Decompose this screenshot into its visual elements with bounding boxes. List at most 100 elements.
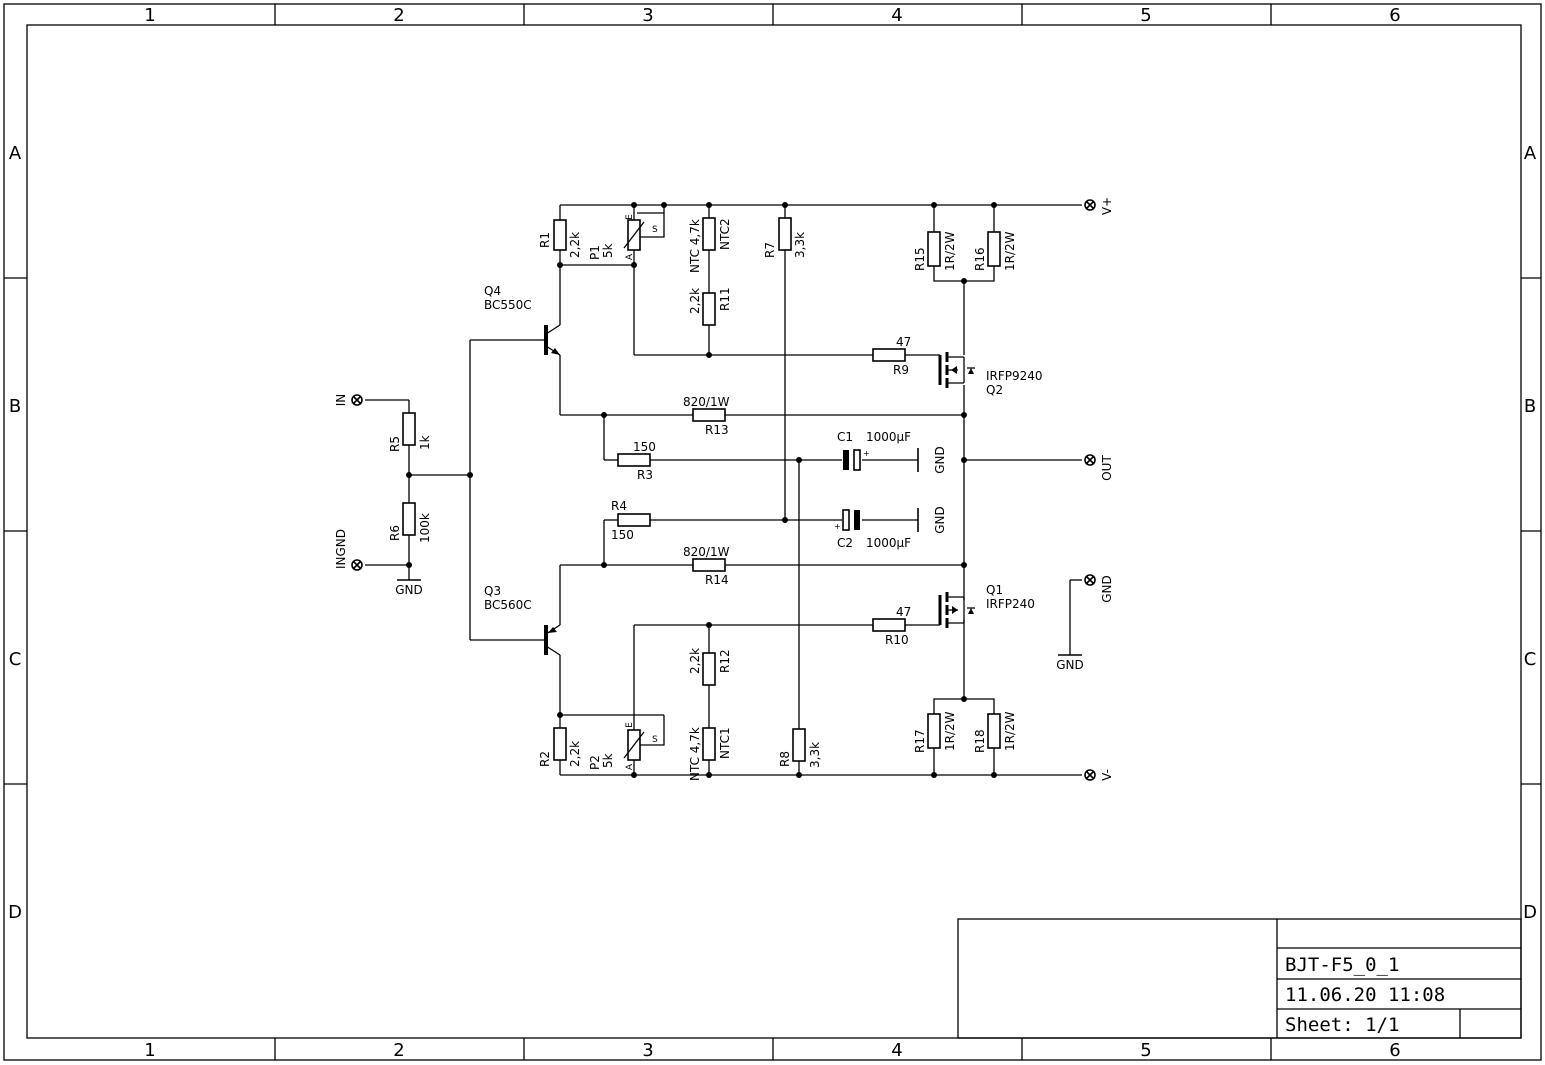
title-block-datetime: 11.06.20 11:08 xyxy=(1285,984,1445,1006)
row-label: A xyxy=(9,143,22,164)
resistor-r2[interactable]: R2 2,2k xyxy=(538,727,582,767)
connector-label: GND xyxy=(1100,575,1114,603)
component-value: 150 xyxy=(633,440,656,454)
polarity-plus: + xyxy=(863,449,870,458)
col-label: 5 xyxy=(1140,1040,1151,1061)
capacitor-c2[interactable]: + C2 1000µF xyxy=(834,509,911,550)
component-name: R4 xyxy=(611,499,627,513)
row-label: B xyxy=(1524,396,1536,417)
mosfet-q1[interactable]: Q1 IRFP240 xyxy=(938,583,1035,628)
component-name: Q2 xyxy=(986,383,1003,397)
component-name: NTC1 xyxy=(718,727,732,759)
col-label: 2 xyxy=(393,1040,404,1061)
resistor-r8[interactable]: R8 3,3k xyxy=(778,728,822,768)
connector-ingnd[interactable]: INGND xyxy=(334,529,363,571)
resistor-r18[interactable]: R18 1R/2W xyxy=(973,711,1017,753)
thermistor-ntc2[interactable]: NTC 4,7k NTC2 xyxy=(688,217,732,273)
col-label: 3 xyxy=(642,5,653,26)
connector-vminus[interactable]: V- xyxy=(1084,769,1114,781)
component-name: R10 xyxy=(885,633,909,647)
gnd-symbol-right: GND xyxy=(1056,654,1084,672)
component-value: 3,3k xyxy=(808,742,822,768)
component-value: 1000µF xyxy=(866,536,911,550)
resistor-r14[interactable]: 820/1W R14 xyxy=(683,545,730,587)
resistor-r7[interactable]: R7 3,3k xyxy=(763,217,807,258)
component-name: C1 xyxy=(837,430,853,444)
resistor-r3[interactable]: 150 R3 xyxy=(617,440,656,482)
drawing-frame xyxy=(3,3,1542,1061)
resistor-r11[interactable]: 2,2k R11 xyxy=(688,287,732,326)
resistor-r6[interactable]: R6 100k xyxy=(388,502,432,543)
title-block-sheet: Sheet: 1/1 xyxy=(1285,1014,1399,1036)
resistor-r17[interactable]: R17 1R/2W xyxy=(913,711,957,753)
title-block: BJT-F5_0_1 11.06.20 11:08 Sheet: 1/1 xyxy=(957,918,1522,1039)
junctions xyxy=(406,202,997,778)
resistor-r15[interactable]: R15 1R/2W xyxy=(913,231,957,271)
potentiometer-p1[interactable]: P1 5k E A S xyxy=(588,214,658,260)
resistor-r9[interactable]: 47 R9 xyxy=(872,335,911,377)
component-name: R3 xyxy=(637,468,653,482)
component-value: NTC 4,7k xyxy=(688,727,702,781)
pot-pin-s: S xyxy=(652,225,658,235)
transistor-q4[interactable]: Q4 BC550C xyxy=(484,284,561,356)
component-name: R16 xyxy=(973,247,987,271)
row-label: A xyxy=(1524,143,1537,164)
component-name: Q1 xyxy=(986,583,1003,597)
resistor-r16[interactable]: R16 1R/2W xyxy=(973,231,1017,271)
resistor-r10[interactable]: 47 R10 xyxy=(872,605,911,647)
component-name: R17 xyxy=(913,729,927,753)
pot-pin-s: S xyxy=(652,735,658,745)
resistor-r4[interactable]: R4 150 xyxy=(611,499,651,542)
resistor-r1[interactable]: R1 2,2k xyxy=(538,219,582,258)
col-label: 1 xyxy=(144,5,155,26)
thermistor-ntc1[interactable]: NTC 4,7k NTC1 xyxy=(688,727,732,781)
row-label: D xyxy=(1523,902,1537,923)
component-name: C2 xyxy=(837,536,853,550)
polarity-plus: + xyxy=(834,522,841,531)
frame-column-labels: 1 2 3 4 5 6 1 2 3 4 5 6 xyxy=(144,5,1400,1061)
connector-out[interactable]: OUT xyxy=(1084,454,1114,481)
connector-label: OUT xyxy=(1100,455,1114,481)
component-value: 150 xyxy=(611,528,634,542)
col-label: 6 xyxy=(1389,5,1400,26)
resistor-r5[interactable]: R5 1k xyxy=(388,412,432,452)
gnd-symbol-input: GND xyxy=(395,579,423,597)
connector-label: INGND xyxy=(334,529,348,569)
transistor-q3[interactable]: Q3 BC560C xyxy=(484,584,561,656)
gnd-label: GND xyxy=(1056,658,1084,672)
col-label: 4 xyxy=(891,5,902,26)
connector-in[interactable]: IN xyxy=(334,394,363,407)
row-label: B xyxy=(9,396,21,417)
col-label: 4 xyxy=(891,1040,902,1061)
component-name: R11 xyxy=(718,287,732,311)
component-value: 1R/2W xyxy=(943,231,957,271)
potentiometer-p2[interactable]: P2 5k E A S xyxy=(588,722,658,770)
component-value: 2,2k xyxy=(688,648,702,674)
component-name: R6 xyxy=(388,525,402,541)
mosfet-q2[interactable]: IRFP9240 Q2 xyxy=(938,352,1043,397)
component-name: Q4 xyxy=(484,284,501,298)
gnd-symbol-c2: GND xyxy=(917,506,947,534)
component-name: R8 xyxy=(778,751,792,767)
gnd-label: GND xyxy=(933,446,947,474)
resistor-r12[interactable]: 2,2k R12 xyxy=(688,648,732,686)
connector-label: V- xyxy=(1100,769,1114,781)
component-value: BC550C xyxy=(484,298,532,312)
component-value: 5k xyxy=(601,243,615,258)
connector-label: IN xyxy=(334,394,348,407)
connector-vplus[interactable]: V+ xyxy=(1084,197,1114,215)
component-name: R9 xyxy=(893,363,909,377)
component-name: P1 xyxy=(588,245,602,260)
component-name: R2 xyxy=(538,751,552,767)
col-label: 1 xyxy=(144,1040,155,1061)
capacitor-c1[interactable]: + C1 1000µF xyxy=(837,430,911,471)
component-name: R13 xyxy=(705,423,729,437)
resistor-r13[interactable]: 820/1W R13 xyxy=(683,395,730,437)
component-value: 2,2k xyxy=(568,741,582,767)
col-label: 6 xyxy=(1389,1040,1400,1061)
pot-pin-e: E xyxy=(625,722,635,728)
row-label: C xyxy=(9,649,22,670)
component-value: 47 xyxy=(896,335,911,349)
connector-gnd[interactable]: GND xyxy=(1084,574,1114,603)
